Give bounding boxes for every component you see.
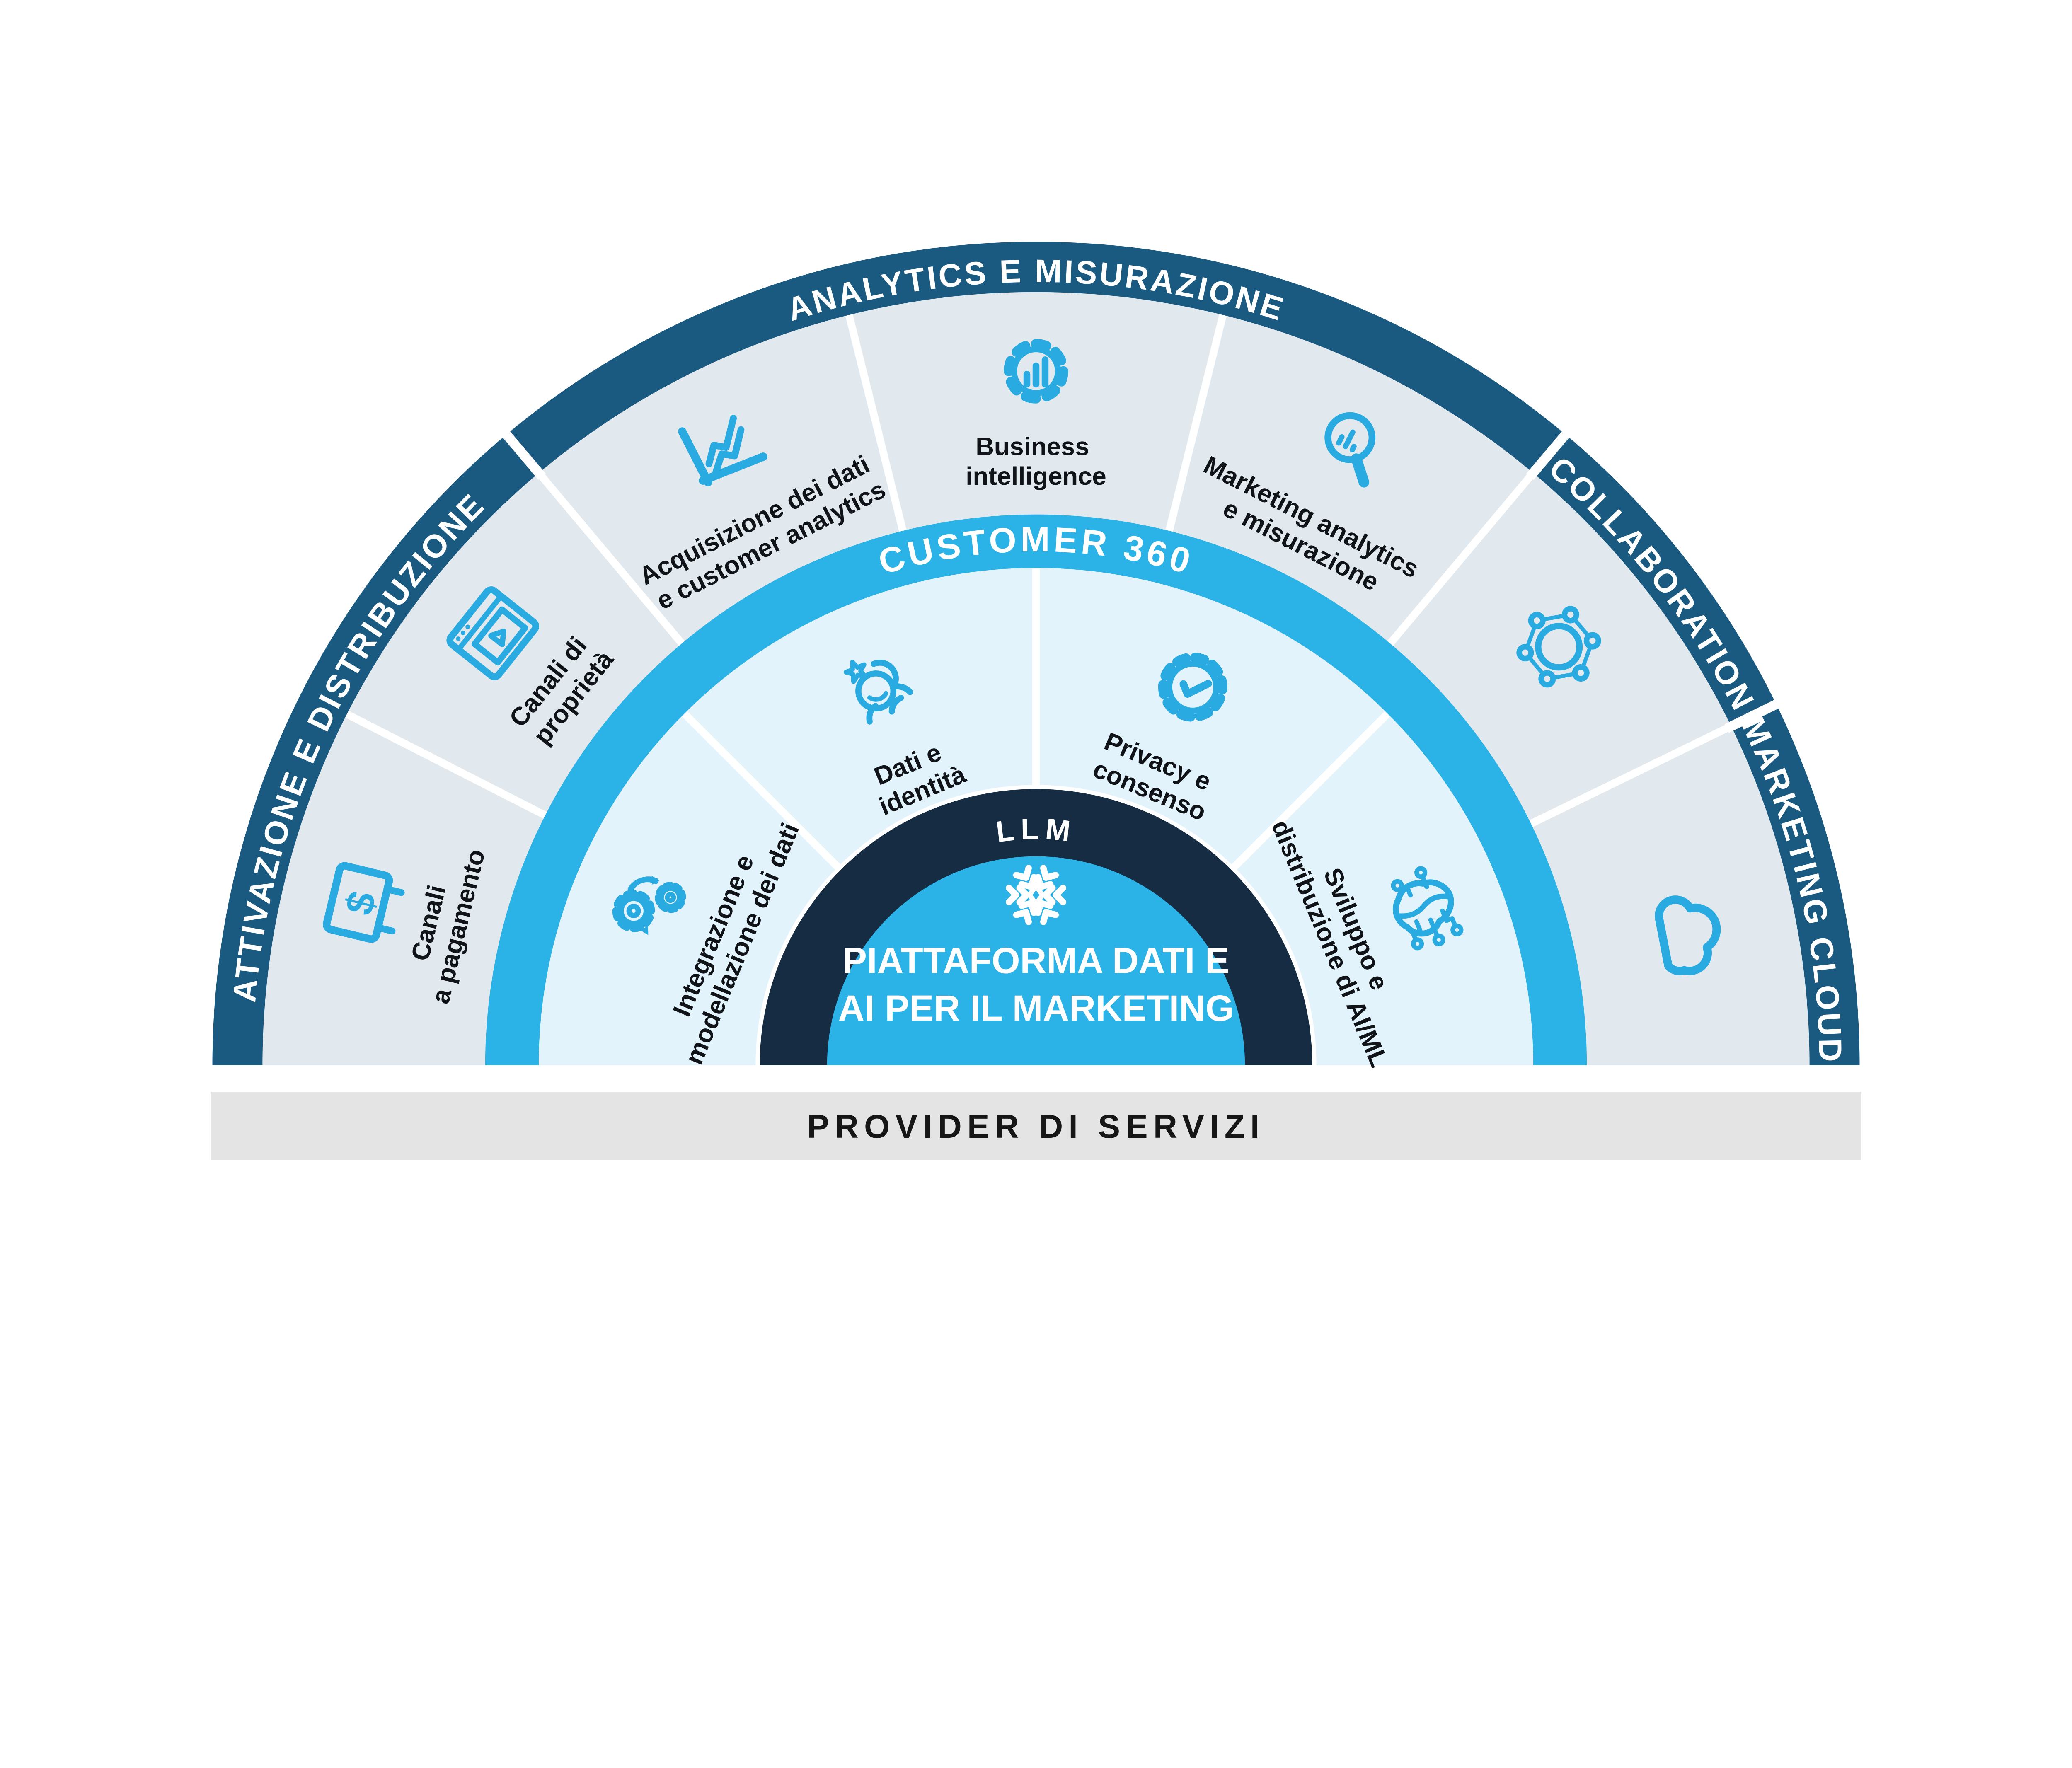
snowflake-logo (1006, 865, 1066, 925)
cloud-icon (1655, 895, 1721, 975)
segment-ring-separators (344, 313, 1734, 830)
segment-label-business-intelligence: Business intelligence (966, 432, 1106, 491)
diagram-canvas: ATTIVAZIONE E DISTRIBUZIONE ANALYTICS E … (211, 242, 1861, 1160)
core-title-line2: AI PER IL MARKETING (838, 987, 1234, 1028)
gears-sync-icon (612, 876, 686, 935)
inner-ring-separators (682, 568, 1390, 875)
gear-bar-chart-icon (1004, 339, 1068, 404)
people-star-icon (843, 660, 913, 725)
core-dome (827, 856, 1245, 1065)
brain-circuit-icon (1391, 866, 1464, 951)
footer-label: PROVIDER DI SERVIZI (807, 1108, 1265, 1145)
core-title-line1: PIATTAFORMA DATI E (842, 940, 1230, 981)
llm-ring-label: LLM (994, 813, 1077, 849)
rings (212, 242, 1860, 1065)
marketing-platform-diagram: ATTIVAZIONE E DISTRIBUZIONE ANALYTICS E … (211, 242, 1861, 1160)
line-chart-icon (678, 414, 767, 486)
gear-check-icon (1158, 652, 1227, 722)
collaboration-network-icon (1516, 606, 1601, 688)
browser-video-icon (446, 586, 539, 680)
footer-bar (211, 1091, 1861, 1160)
outer-ring-gaps (499, 427, 1783, 733)
magnifier-chart-icon (1324, 412, 1376, 488)
